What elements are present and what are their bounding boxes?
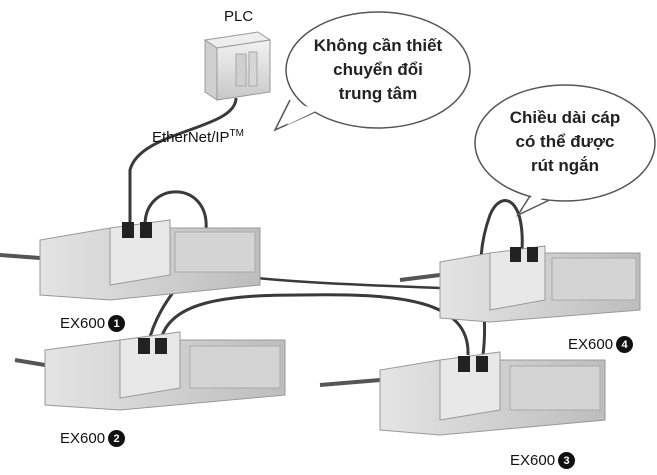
ethernet-ip-label: EtherNet/IPTM [152, 128, 244, 146]
ethernet-cable-plc [128, 97, 238, 225]
ex600-unit-2-device [14, 331, 286, 411]
unit-4-number-badge: 4 [616, 336, 634, 353]
trademark-mark: TM [229, 128, 244, 139]
callout-1-line-2: chuyển đổi [333, 60, 423, 79]
ex600-unit-3-label: EX600 3 [510, 452, 576, 469]
ex600-unit-3-device [319, 351, 606, 436]
ex600-unit-4-device [399, 245, 641, 323]
ethernet-ip-text: EtherNet/IP [152, 129, 230, 146]
ex600-unit-1-device [0, 219, 261, 301]
ex600-unit-1-label: EX600 1 [60, 315, 126, 332]
unit-2-number-badge: 2 [108, 430, 126, 447]
callout-2-line-1: Chiều dài cáp [509, 108, 621, 127]
callout-1-line-1: Không cần thiết [313, 36, 443, 55]
unit-2-name: EX600 [60, 430, 106, 447]
ex600-unit-2-label: EX600 2 [60, 430, 126, 447]
unit-1-number-badge: 1 [108, 315, 126, 332]
callout-1-line-3: trung tâm [338, 84, 418, 103]
callout-2-line-2: có thể được [515, 132, 615, 151]
unit-1-name: EX600 [60, 315, 106, 332]
ex600-unit-4-label: EX600 4 [568, 336, 634, 353]
callout-2-text: Chiều dài cáp có thể được rút ngắn [475, 106, 655, 178]
callout-bubble-2 [474, 84, 656, 217]
unit-3-number-badge: 3 [558, 452, 576, 469]
plc-label: PLC [224, 8, 254, 25]
callout-1-text: Không cần thiết chuyển đổi trung tâm [288, 34, 468, 106]
callout-bubble-1 [273, 11, 471, 132]
unit-3-name: EX600 [510, 452, 556, 469]
plc-device [203, 31, 272, 101]
callout-2-line-3: rút ngắn [531, 156, 599, 175]
unit-4-name: EX600 [568, 336, 614, 353]
